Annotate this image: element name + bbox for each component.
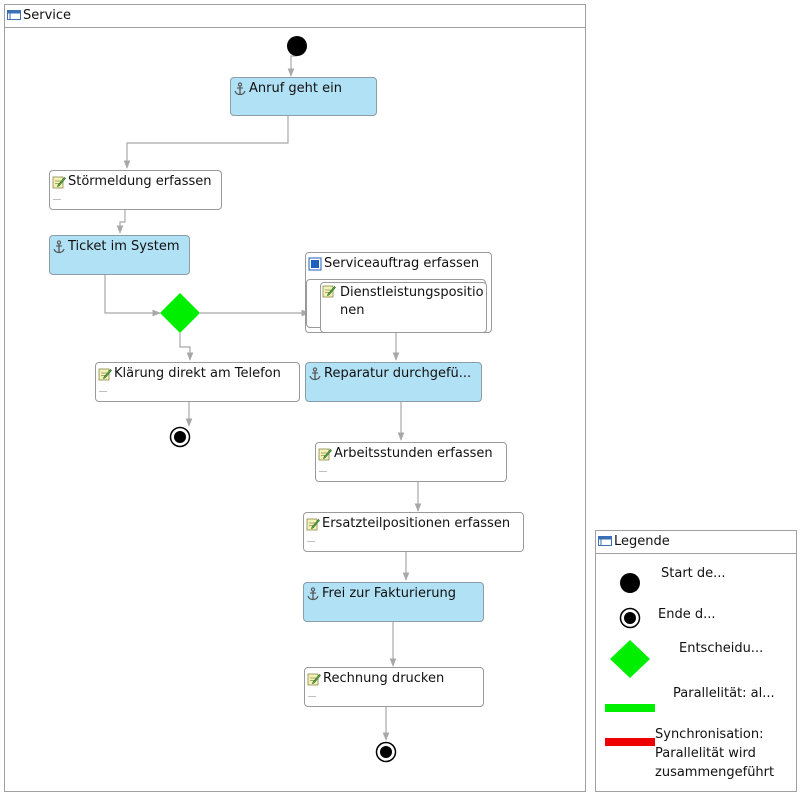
legend-parallel-bar: [605, 704, 655, 712]
edge-ticket-decision: [104, 275, 161, 317]
note-stub: [307, 541, 315, 542]
note-stub: [319, 471, 327, 472]
legend-sync-label-line1: Synchronisation:: [655, 727, 764, 742]
decision-node: [160, 293, 200, 333]
note-pencil-icon: [318, 448, 332, 461]
note-stub: [53, 199, 61, 200]
step-ticket-im-system[interactable]: Ticket im System: [49, 235, 190, 275]
legend-sync-bar: [605, 738, 655, 746]
legend-parallel-label: Parallelität: al...: [673, 686, 775, 701]
anchor-icon: [309, 367, 321, 381]
step-rechnung-drucken[interactable]: Rechnung drucken: [304, 667, 484, 707]
step-label-line2: nen: [340, 303, 365, 318]
end-node-klaerung: [169, 426, 191, 448]
step-frei-zur-fakturierung[interactable]: Frei zur Fakturierung: [303, 582, 484, 622]
anchor-icon: [53, 240, 65, 254]
note-stub: [99, 391, 107, 392]
note-pencil-icon: [322, 285, 336, 298]
step-label-line1: Dienstleistungspositio: [340, 285, 484, 300]
legend-sync-label-line3: zusammengeführt: [655, 765, 775, 780]
subprocess-serviceauftrag-erfassen[interactable]: Serviceauftrag erfassen Dienstleistungsp…: [305, 252, 492, 333]
frame-icon: [7, 10, 21, 20]
legend-decision-symbol: [610, 640, 650, 678]
edge-start-anruf: [287, 55, 297, 77]
note-stub: [308, 696, 316, 697]
legend-start-symbol: [620, 573, 640, 593]
step-dienstleistungspositionen[interactable]: Dienstleistungspositio nen: [320, 282, 487, 333]
subprocess-icon: [308, 257, 322, 271]
edge-decision-klaerung: [179, 333, 194, 361]
start-node: [287, 36, 307, 56]
note-pencil-icon: [98, 368, 112, 381]
service-frame-title: Service: [23, 8, 72, 23]
anchor-icon: [234, 82, 246, 96]
note-pencil-icon: [307, 673, 321, 686]
anchor-icon: [307, 587, 319, 601]
legend-title: Legende: [614, 534, 670, 549]
legend-header: Legende: [596, 531, 796, 554]
step-stoermeldung-erfassen[interactable]: Störmeldung erfassen: [49, 170, 222, 210]
legend-start-label: Start de...: [661, 566, 726, 581]
legend-end-label: Ende d...: [658, 607, 716, 622]
note-pencil-icon: [52, 176, 66, 189]
legend-sync-label-line2: Parallelität wird: [655, 746, 756, 761]
note-pencil-icon: [306, 518, 320, 531]
step-klaerung-direkt-am-telefon[interactable]: Klärung direkt am Telefon: [95, 362, 300, 402]
edge-anruf-stoermeldung: [123, 116, 289, 169]
step-anruf-geht-ein[interactable]: Anruf geht ein: [230, 77, 377, 116]
step-ersatzteilpositionen-erfassen[interactable]: Ersatzteilpositionen erfassen: [303, 512, 524, 552]
end-node-rechnung: [375, 741, 397, 763]
service-frame-header: Service: [5, 5, 585, 28]
step-label: Reparatur durchgefü...: [324, 366, 472, 381]
frame-icon: [598, 536, 612, 546]
legend-decision-label: Entscheidu...: [679, 641, 764, 656]
edge-stoermeldung-ticket: [116, 210, 126, 234]
step-arbeitsstunden-erfassen[interactable]: Arbeitsstunden erfassen: [315, 442, 507, 482]
legend-end-symbol: [619, 607, 641, 629]
step-reparatur-durchgefuehrt[interactable]: Reparatur durchgefü...: [305, 362, 482, 402]
